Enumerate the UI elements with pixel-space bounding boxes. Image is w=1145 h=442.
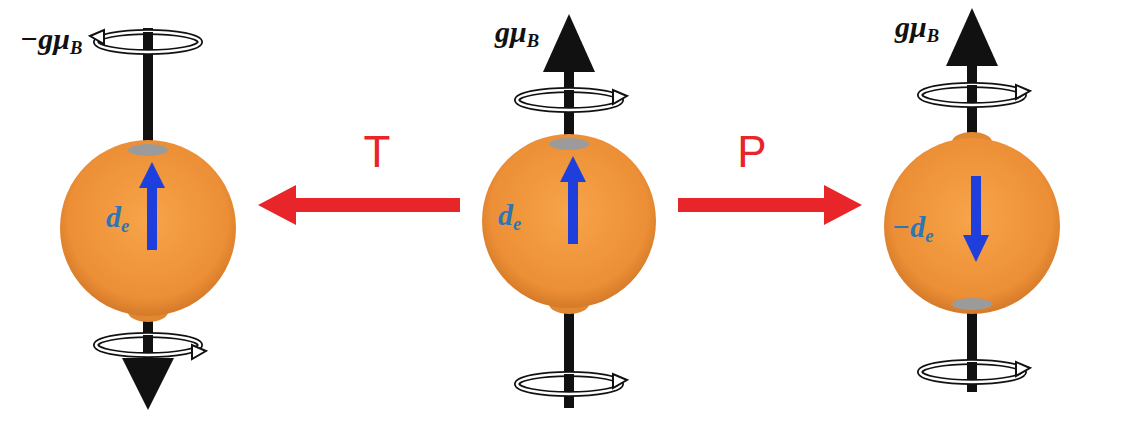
rotation-arrow	[96, 335, 206, 359]
electron-node: −gμBde	[60, 140, 236, 316]
dipole-arrow	[963, 176, 989, 262]
rotation-arrow	[90, 30, 200, 52]
electron-node: gμBde	[482, 134, 656, 308]
sphere-body	[884, 138, 1060, 314]
electron-sphere	[60, 140, 236, 316]
transformation-arrow	[258, 185, 460, 225]
edm-label: de	[498, 198, 521, 235]
rotation-arrow	[920, 85, 1030, 105]
pole-disk	[549, 138, 589, 150]
rotation-arrow	[920, 362, 1030, 382]
sphere-body	[482, 134, 656, 308]
subscript: B	[527, 30, 539, 51]
magnetic-moment-label: gμB	[495, 15, 539, 52]
magnetic-moment-label: gμB	[895, 10, 939, 47]
subscript: B	[927, 25, 939, 46]
transformation-arrow	[678, 185, 862, 225]
edm-label: de	[106, 200, 129, 237]
pole-disk	[128, 144, 168, 156]
subscript: e	[925, 225, 933, 246]
subscript: e	[513, 213, 521, 234]
symmetry-label: T	[364, 127, 391, 177]
dipole-arrow	[139, 162, 165, 250]
dipole-arrow	[560, 156, 586, 244]
pole-disk	[952, 298, 992, 310]
subscript: e	[121, 215, 129, 236]
sphere-body	[60, 140, 236, 316]
subscript: B	[70, 37, 82, 58]
symmetry-label: P	[737, 127, 766, 177]
edm-label: −de	[892, 210, 933, 247]
magnetic-moment-label: −gμB	[20, 22, 82, 59]
rotation-arrow	[517, 90, 627, 110]
rotation-arrow	[517, 374, 627, 394]
electron-node: gμB−de	[884, 138, 1060, 314]
